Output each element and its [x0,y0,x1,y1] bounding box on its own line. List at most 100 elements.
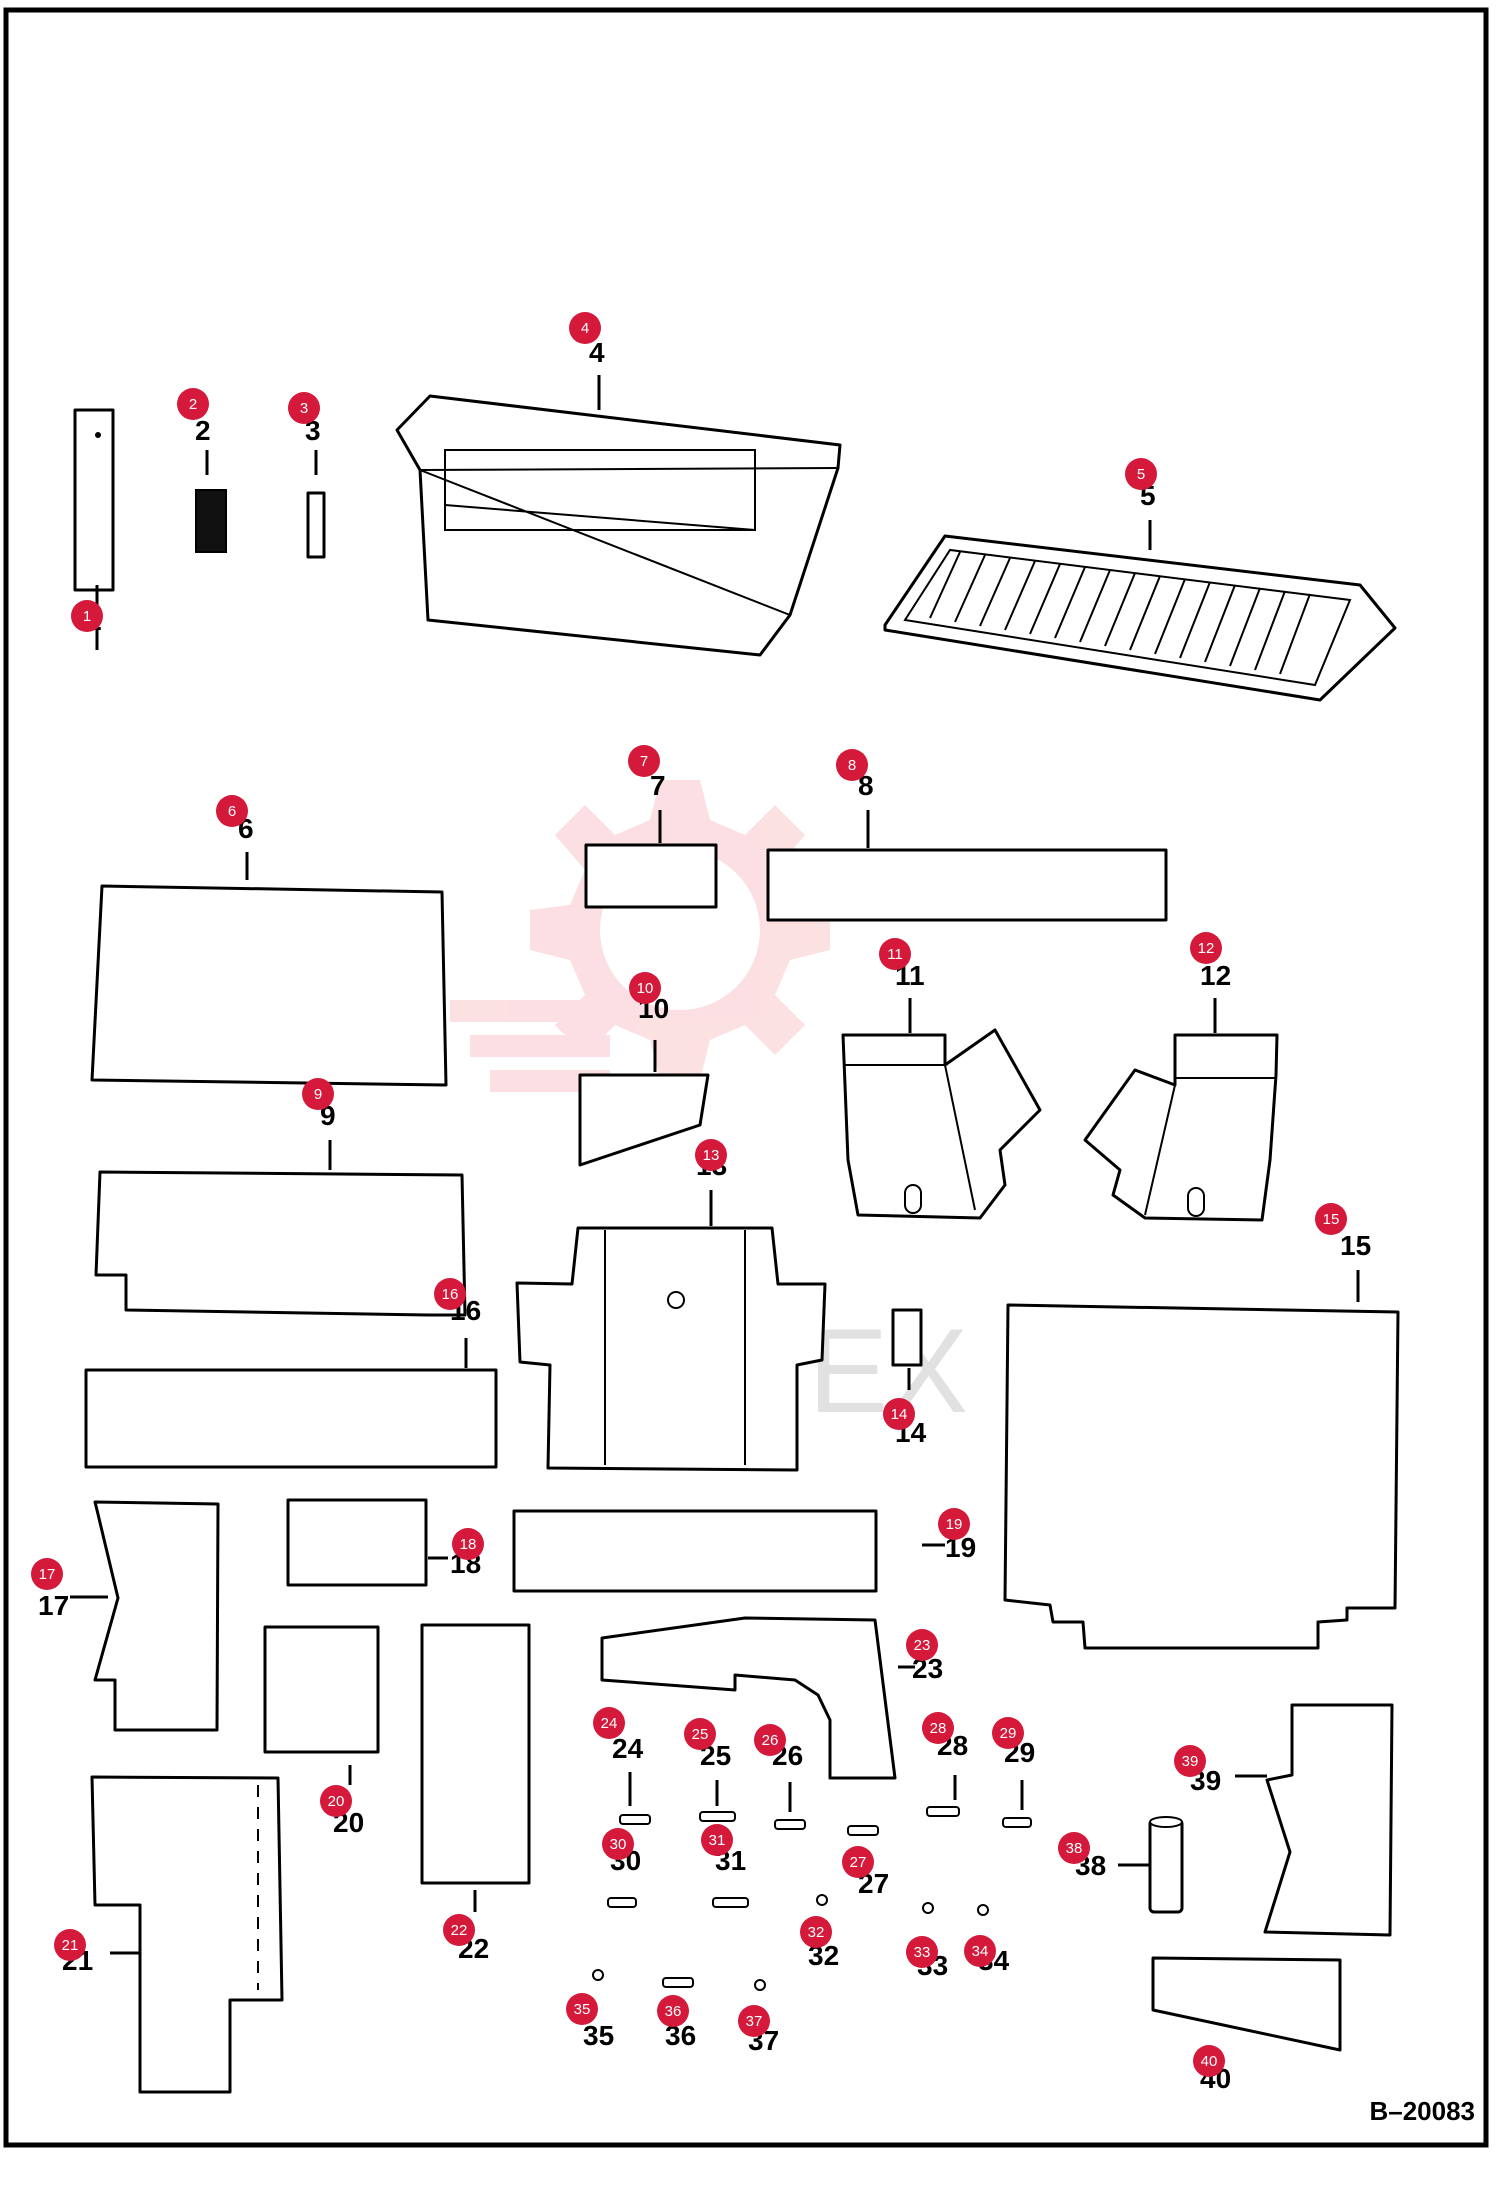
svg-text:4: 4 [581,320,589,337]
callout-badge-22[interactable]: 22 [443,1914,475,1946]
callout-badge-3[interactable]: 3 [288,392,320,424]
callout-badge-11[interactable]: 11 [879,938,911,970]
callout-badge-34[interactable]: 34 [964,1935,996,1967]
part-number-7: 7 [650,770,666,801]
svg-text:24: 24 [601,1715,618,1732]
svg-text:33: 33 [914,1944,931,1961]
callout-badge-29[interactable]: 29 [992,1717,1024,1749]
svg-text:5: 5 [1137,466,1145,483]
callout-badge-35[interactable]: 35 [566,1993,598,2025]
part-15 [1003,1303,1400,1650]
callout-badge-39[interactable]: 39 [1174,1745,1206,1777]
callout-badge-4[interactable]: 4 [569,312,601,344]
part-number-4: 4 [589,337,605,368]
callout-badge-2[interactable]: 2 [177,388,209,420]
svg-text:30: 30 [610,1836,627,1853]
part-10 [578,1073,710,1167]
callout-badge-36[interactable]: 36 [657,1995,689,2027]
callout-badge-40[interactable]: 40 [1193,2045,1225,2077]
callout-badge-32[interactable]: 32 [800,1916,832,1948]
part-3 [306,491,326,559]
part-16 [84,1368,498,1469]
diagram-frame [3,7,1489,2148]
callout-badge-28[interactable]: 28 [922,1712,954,1744]
part-19 [512,1509,878,1593]
callout-badge-21[interactable]: 21 [54,1929,86,1961]
part-6 [90,884,448,1087]
part-14 [891,1308,923,1367]
part-8 [766,848,1168,922]
part-number-24: 24 [612,1733,644,1764]
callout-badge-9[interactable]: 9 [302,1078,334,1110]
part-number-15: 15 [1340,1230,1371,1261]
svg-text:21: 21 [62,1937,79,1954]
svg-text:17: 17 [39,1566,56,1583]
svg-text:26: 26 [762,1732,779,1749]
svg-text:39: 39 [1182,1753,1199,1770]
leader-lines [70,375,1360,1955]
part-number-2: 2 [195,415,211,446]
callout-badge-25[interactable]: 25 [684,1718,716,1750]
svg-text:3: 3 [300,400,308,417]
callout-badge-37[interactable]: 37 [738,2005,770,2037]
svg-text:32: 32 [808,1924,825,1941]
callout-badge-13[interactable]: 13 [695,1139,727,1171]
drawing-id: B–20083 [1369,2096,1475,2126]
callout-badge-24[interactable]: 24 [593,1707,625,1739]
callout-badge-16[interactable]: 16 [434,1278,466,1310]
callout-badge-20[interactable]: 20 [320,1785,352,1817]
callout-badge-12[interactable]: 12 [1190,932,1222,964]
svg-text:8: 8 [848,757,856,774]
svg-text:25: 25 [692,1726,709,1743]
svg-text:15: 15 [1323,1211,1340,1228]
callout-badge-15[interactable]: 15 [1315,1203,1347,1235]
callout-badge-30[interactable]: 30 [602,1828,634,1860]
svg-text:22: 22 [451,1922,468,1939]
callout-badge-18[interactable]: 18 [452,1528,484,1560]
callout-badge-8[interactable]: 8 [836,749,868,781]
svg-text:16: 16 [442,1286,459,1303]
callout-badge-31[interactable]: 31 [701,1824,733,1856]
part-13 [515,1226,827,1472]
svg-text:34: 34 [972,1943,989,1960]
callout-badge-33[interactable]: 33 [906,1936,938,1968]
part-17 [93,1500,220,1732]
svg-text:11: 11 [887,946,903,963]
svg-text:31: 31 [709,1832,726,1849]
part-12 [1083,1033,1279,1222]
part-9 [94,1170,467,1317]
callout-badge-14[interactable]: 14 [883,1398,915,1430]
callout-badge-38[interactable]: 38 [1058,1832,1090,1864]
svg-text:37: 37 [746,2013,763,2030]
watermark-logo [450,780,830,1092]
callout-badge-7[interactable]: 7 [628,745,660,777]
callout-badge-6[interactable]: 6 [216,795,248,827]
svg-text:40: 40 [1201,2053,1218,2070]
callout-badge-23[interactable]: 23 [906,1629,938,1661]
part-7 [584,843,718,909]
svg-text:20: 20 [328,1793,345,1810]
svg-text:14: 14 [891,1406,908,1423]
svg-text:12: 12 [1198,940,1215,957]
svg-text:7: 7 [640,753,648,770]
part-number-35: 35 [583,2020,614,2051]
part-23 [600,1616,897,1780]
part-22 [420,1623,531,1885]
svg-text:23: 23 [914,1637,931,1654]
callout-badge-19[interactable]: 19 [938,1508,970,1540]
svg-text:6: 6 [228,803,236,820]
svg-text:2: 2 [189,396,197,413]
part-1 [73,408,115,592]
svg-text:28: 28 [930,1720,947,1737]
callout-badge-10[interactable]: 10 [629,972,661,1004]
callout-badge-26[interactable]: 26 [754,1724,786,1756]
svg-text:9: 9 [314,1086,322,1103]
callout-badge-17[interactable]: 17 [31,1558,63,1590]
callout-badge-1[interactable]: 1 [71,600,103,632]
callout-badge-5[interactable]: 5 [1125,458,1157,490]
part-2 [195,489,227,553]
callout-badge-27[interactable]: 27 [842,1846,874,1878]
part-38 [1148,1816,1184,1914]
svg-text:10: 10 [637,980,654,997]
